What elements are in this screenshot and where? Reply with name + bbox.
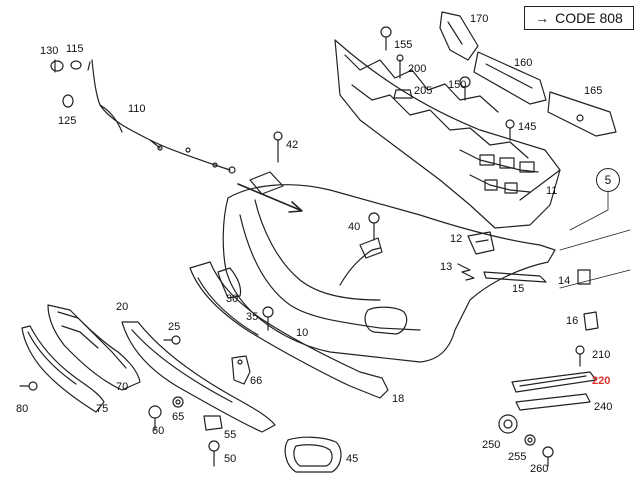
sensor-115-part xyxy=(70,60,82,70)
label-40: 40 xyxy=(348,221,360,233)
bumper-reinforcement-part xyxy=(334,39,561,229)
label-110: 110 xyxy=(128,103,146,115)
cover-30-part xyxy=(217,267,242,299)
label-16: 16 xyxy=(566,315,578,327)
bolt-200-part xyxy=(396,54,404,79)
lower-grille-part xyxy=(47,304,141,391)
direction-arrow xyxy=(237,183,301,211)
label-70: 70 xyxy=(116,381,128,393)
trim-240-part xyxy=(515,393,591,411)
trim-220-part xyxy=(511,371,597,393)
label-205: 205 xyxy=(414,85,432,97)
clip-16-part xyxy=(583,311,599,331)
label-115: 115 xyxy=(66,43,84,55)
label-250: 250 xyxy=(482,439,500,451)
label-15: 15 xyxy=(512,283,524,295)
label-220-highlighted: 220 xyxy=(592,375,610,387)
screw-40-part xyxy=(368,212,380,241)
sensor-130-part xyxy=(50,59,64,73)
screw-50-part xyxy=(208,440,220,467)
label-80: 80 xyxy=(16,403,28,415)
reference-circle: 5 xyxy=(596,168,620,192)
label-66: 66 xyxy=(250,375,262,387)
label-13: 13 xyxy=(440,261,452,273)
washer-255-part xyxy=(524,434,536,446)
label-155: 155 xyxy=(394,39,412,51)
label-210: 210 xyxy=(592,349,610,361)
fog-lamp-frame-part xyxy=(284,436,342,473)
gear-250-part xyxy=(498,414,518,434)
arrow-right-icon: → xyxy=(535,10,550,26)
label-255: 255 xyxy=(508,451,526,463)
label-260: 260 xyxy=(530,463,548,475)
label-11: 11 xyxy=(546,185,557,197)
label-14: 14 xyxy=(558,275,570,287)
cap-125-part xyxy=(62,94,74,108)
label-130: 130 xyxy=(40,45,58,57)
label-25: 25 xyxy=(168,321,180,333)
screw-35-part xyxy=(262,306,274,331)
clip-55-part xyxy=(203,415,223,431)
spring-13-part xyxy=(457,263,475,281)
label-160: 160 xyxy=(514,57,532,69)
bumper-cover-part xyxy=(222,171,556,363)
trim-75-part xyxy=(21,325,105,413)
label-150: 150 xyxy=(448,79,466,91)
bumper-strip-part xyxy=(189,261,389,399)
label-170: 170 xyxy=(470,13,488,25)
screw-42-part xyxy=(273,131,283,163)
label-60: 60 xyxy=(152,425,164,437)
strip-15-part xyxy=(483,271,547,283)
bracket-160-part xyxy=(473,51,547,105)
bolt-60-part xyxy=(148,405,162,431)
label-165: 165 xyxy=(584,85,602,97)
label-45: 45 xyxy=(346,453,358,465)
label-200: 200 xyxy=(408,63,426,75)
label-18: 18 xyxy=(392,393,404,405)
screw-80-part xyxy=(19,381,38,391)
label-12: 12 xyxy=(450,233,462,245)
label-42: 42 xyxy=(286,139,298,151)
sensor-holder-12-part xyxy=(467,231,495,255)
label-55: 55 xyxy=(224,429,236,441)
bolt-145-part xyxy=(505,119,515,141)
code-box-text: CODE 808 xyxy=(555,10,623,26)
label-240: 240 xyxy=(594,401,612,413)
code-808-box: → CODE 808 xyxy=(524,6,634,30)
lower-panel-part xyxy=(121,321,276,433)
label-50: 50 xyxy=(224,453,236,465)
label-65: 65 xyxy=(172,411,184,423)
label-125: 125 xyxy=(58,115,76,127)
bracket-66-part xyxy=(231,355,251,385)
nut-205-part xyxy=(393,89,413,99)
bracket-170-part xyxy=(439,11,479,61)
bolt-155-part xyxy=(380,26,392,51)
label-35: 35 xyxy=(246,311,258,323)
label-75: 75 xyxy=(96,403,108,415)
bolt-210-part xyxy=(575,345,585,367)
washer-65-part xyxy=(172,396,184,408)
bolt-150-part xyxy=(459,76,471,101)
label-20: 20 xyxy=(116,301,128,313)
clip-14-part xyxy=(577,269,591,285)
screw-25-part xyxy=(163,335,181,345)
label-30: 30 xyxy=(226,293,238,305)
bracket-165-part xyxy=(547,91,617,137)
label-10: 10 xyxy=(296,327,308,339)
bolt-260-part xyxy=(542,446,554,467)
label-145: 145 xyxy=(518,121,536,133)
wire-harness-part xyxy=(87,59,236,174)
